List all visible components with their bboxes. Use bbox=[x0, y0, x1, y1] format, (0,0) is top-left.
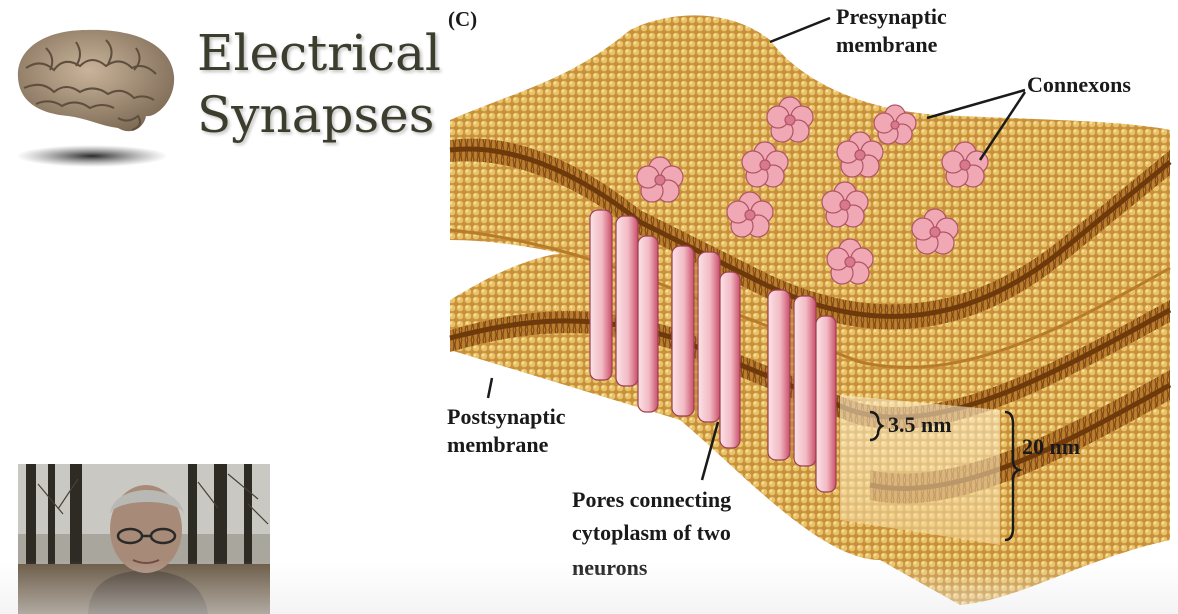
postsynaptic-label-line-1: Postsynaptic bbox=[447, 404, 566, 429]
connexons-label: Connexons bbox=[1027, 72, 1131, 97]
brain-icon bbox=[16, 29, 175, 167]
title-line-2: Synapses bbox=[197, 86, 435, 144]
leader-lines bbox=[486, 16, 1027, 542]
gap-junction-diagram bbox=[449, 15, 1172, 605]
pores-label-line-1: Pores connecting bbox=[572, 487, 732, 512]
presynaptic-label-line-1: Presynaptic bbox=[836, 4, 947, 29]
postsynaptic-label-line-2: membrane bbox=[447, 432, 549, 457]
pores-label-line-3: neurons bbox=[572, 555, 648, 580]
presenter-webcam bbox=[18, 464, 270, 614]
panel-letter: (C) bbox=[448, 7, 478, 31]
gap-width-label: 3.5 nm bbox=[888, 412, 952, 437]
slide-title: Electrical Synapses bbox=[197, 22, 441, 146]
pore-channels bbox=[589, 209, 837, 493]
presynaptic-label-line-2: membrane bbox=[836, 32, 938, 57]
connexons bbox=[636, 96, 989, 285]
pores-label-line-2: cytoplasm of two bbox=[572, 520, 731, 545]
webcam-video-frame bbox=[18, 464, 270, 614]
title-line-1: Electrical bbox=[197, 24, 441, 82]
presynaptic-membrane bbox=[449, 15, 1172, 369]
total-width-label: 20 nm bbox=[1022, 434, 1081, 459]
